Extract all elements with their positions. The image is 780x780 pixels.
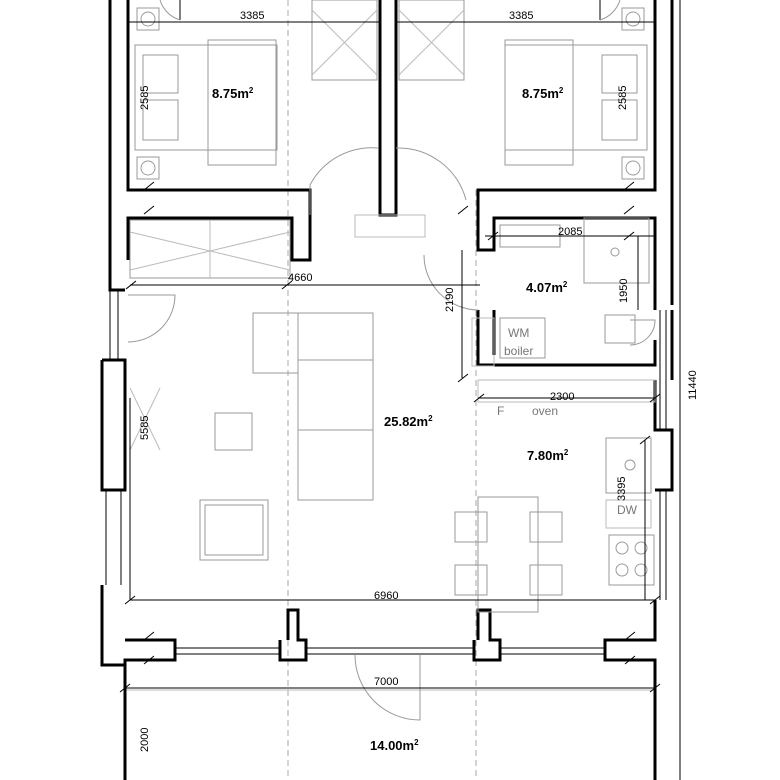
dimension-lines (119, 0, 681, 780)
area-bedroom-left: 8.75m2 (212, 86, 254, 101)
dim-bedroom-right-depth: 2585 (617, 86, 629, 110)
dim-bath-depth: 1950 (618, 279, 630, 303)
label-oven: oven (532, 404, 558, 418)
area-kitchen: 7.80m2 (527, 448, 569, 463)
label-washing-machine: WM (508, 326, 529, 340)
wardrobes (129, 0, 465, 279)
label-boiler: boiler (504, 344, 533, 358)
dim-hall-depth: 2190 (444, 288, 456, 312)
dim-bedroom-left-depth: 2585 (139, 86, 151, 110)
dim-kitchen-width: 2300 (550, 391, 574, 403)
dim-living-depth: 5585 (139, 416, 151, 440)
dim-terrace-depth: 2000 (139, 728, 151, 752)
living-furniture (129, 312, 563, 613)
dim-top-left-width: 3385 (240, 10, 264, 22)
room-labels: 8.75m2 8.75m2 4.07m2 25.82m2 7.80m2 14.0… (212, 86, 569, 753)
kitchen-fixtures (477, 379, 656, 586)
grid-lines (124, 0, 656, 780)
label-fridge: F (497, 404, 504, 418)
dim-living-upper-width: 4660 (288, 272, 312, 284)
dimension-labels: 3385 3385 2585 2585 4660 2085 1950 2190 … (139, 10, 699, 752)
windows (105, 0, 667, 655)
area-bathroom: 4.07m2 (526, 280, 568, 295)
tick-marks (119, 181, 661, 693)
dim-kitchen-depth: 3395 (616, 477, 628, 501)
bedroom-furniture (134, 7, 648, 180)
area-terrace: 14.00m2 (370, 738, 419, 753)
dim-overall-depth: 11440 (687, 370, 699, 400)
dim-top-right-width: 3385 (509, 10, 533, 22)
dim-living-width: 6960 (374, 590, 398, 602)
area-living: 25.82m2 (384, 414, 433, 429)
label-dishwasher: DW (617, 503, 638, 517)
dim-terrace-width: 7000 (374, 676, 398, 688)
doors (127, 0, 656, 721)
appliance-labels: WM boiler F oven DW (497, 326, 638, 517)
walls (100, 0, 674, 780)
area-bedroom-right: 8.75m2 (522, 86, 564, 101)
dim-bath-width: 2085 (558, 226, 582, 238)
